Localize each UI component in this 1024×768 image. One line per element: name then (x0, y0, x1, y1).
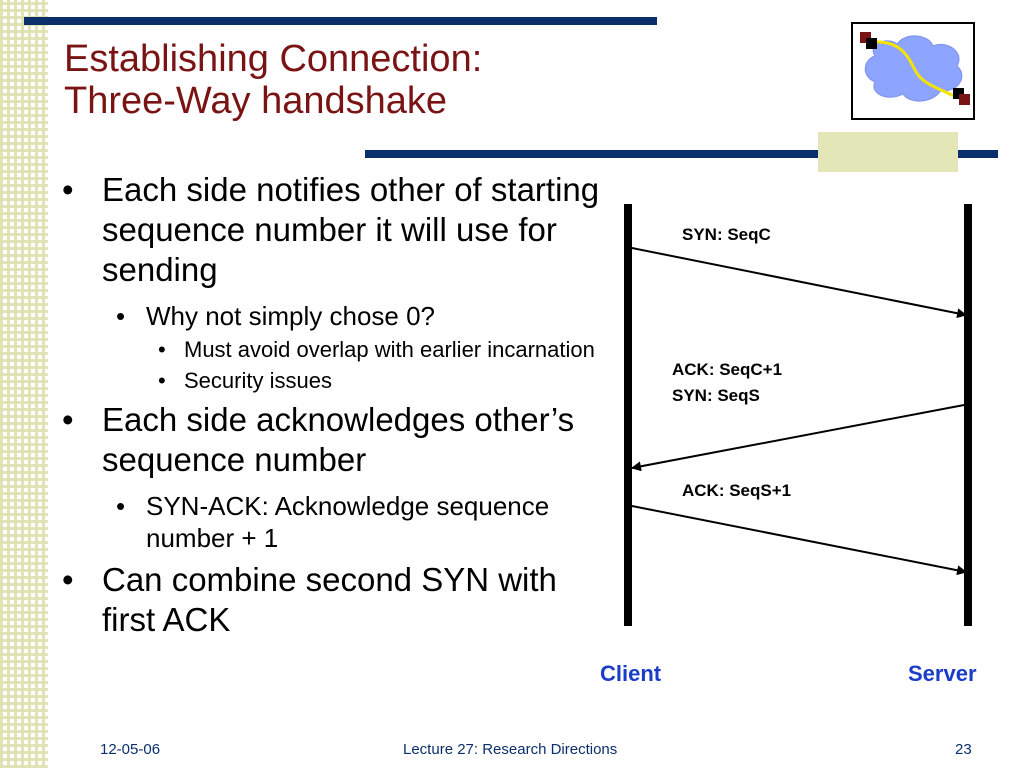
network-logo (851, 22, 975, 120)
bullet-item: • Each side acknowledges other’s sequence… (62, 400, 602, 480)
msg-2-label-line-1: ACK: SeqC+1 (672, 360, 782, 379)
title-underline-bar (365, 150, 998, 158)
title-line-1: Establishing Connection: (64, 38, 483, 80)
msg-2-label-line-2: SYN: SeqS (672, 386, 760, 405)
msg-3-label: ACK: SeqS+1 (682, 481, 791, 500)
page-title: Establishing Connection: Three-Way hands… (64, 38, 482, 122)
bullet-list: • Each side notifies other of starting se… (62, 170, 602, 640)
client-label: Client (600, 661, 662, 686)
accent-block (818, 132, 958, 172)
syn-ack-arrow (631, 404, 965, 472)
network-cloud-icon (860, 32, 970, 105)
syn-arrow (631, 247, 967, 319)
bullet-item: • Can combine second SYN with first ACK (62, 560, 602, 640)
sub-sub-bullet-item: • Must avoid overlap with earlier incarna… (62, 336, 602, 363)
bullet-dot: • (62, 171, 74, 208)
bullet-dot: • (62, 401, 74, 438)
bullet-text: Each side acknowledges other’s sequence … (102, 401, 575, 478)
footer-lecture: Lecture 27: Research Directions (403, 741, 618, 758)
sub-bullet-item: • SYN-ACK: Acknowledge sequence number + … (62, 490, 602, 554)
decorative-checker-strip (0, 0, 48, 768)
msg-1-label: SYN: SeqC (682, 225, 771, 244)
bullet-item: • Each side notifies other of starting se… (62, 170, 602, 290)
bullet-text: Security issues (184, 368, 332, 393)
bullet-dot: • (158, 368, 166, 393)
server-label: Server (908, 661, 977, 686)
bullet-text: Can combine second SYN with first ACK (102, 561, 557, 638)
handshake-sequence-diagram: SYN: SeqC ACK: SeqC+1 SYN: SeqS ACK: Seq… (600, 204, 977, 686)
bullet-text: Must avoid overlap with earlier incarnat… (184, 337, 595, 362)
footer-date: 12-05-06 (100, 741, 161, 758)
ack-arrow (631, 505, 967, 576)
bullet-dot: • (62, 561, 74, 598)
bullet-dot: • (116, 301, 126, 331)
title-line-2: Three-Way handshake (64, 80, 448, 122)
top-accent-bar (24, 17, 657, 25)
sub-bullet-item: • Why not simply chose 0? (62, 300, 602, 332)
sub-sub-bullet-item: • Security issues (62, 367, 602, 394)
bullet-dot: • (158, 337, 166, 362)
bullet-text: Each side notifies other of starting seq… (102, 171, 600, 288)
bullet-dot: • (116, 491, 126, 521)
footer-page-number: 23 (955, 741, 972, 758)
bullet-text: Why not simply chose 0? (146, 301, 436, 331)
bullet-text: SYN-ACK: Acknowledge sequence number + 1 (146, 491, 550, 553)
